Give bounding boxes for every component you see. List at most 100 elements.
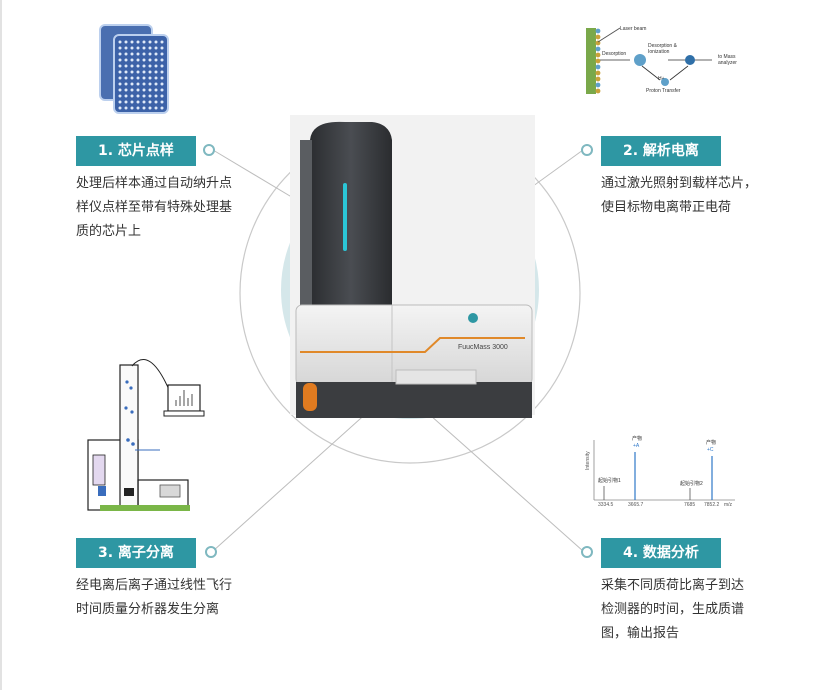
chip-spot [154, 82, 158, 86]
chip-spot [142, 88, 146, 92]
chip-spot [136, 88, 140, 92]
chip-spot [136, 82, 140, 86]
chip-spot [124, 46, 128, 50]
chip-spot [136, 58, 140, 62]
chip-spot [148, 58, 152, 62]
step-3-label: 3. 离子分离 [76, 538, 196, 568]
chip-spot [118, 70, 122, 74]
connector-1 [212, 149, 306, 206]
step-4-description: 采集不同质荷比离子到达 检测器的时间，生成质谱 图，输出报告 [601, 574, 744, 646]
chip-spot [136, 64, 140, 68]
chip-spot [130, 94, 134, 98]
x-axis-unit: m/z [724, 502, 733, 508]
chip-spot [154, 64, 158, 68]
svg-text:Desorption &: Desorption & [648, 43, 678, 49]
chip-spot [160, 70, 164, 74]
chip-spot [130, 100, 134, 104]
chip-spot [160, 100, 164, 104]
chip-spot [136, 40, 140, 44]
x-tick-1: 3334.5 [598, 502, 614, 508]
chip-spot [118, 88, 122, 92]
chip-spot [154, 94, 158, 98]
instrument-button [303, 383, 317, 411]
sample-bead [595, 46, 601, 52]
chip-spot [124, 94, 128, 98]
svg-text:Ionization: Ionization [648, 49, 670, 55]
sample-bead [595, 34, 601, 40]
chip-spot [160, 88, 164, 92]
chip-spot [136, 76, 140, 80]
chip-spot [148, 88, 152, 92]
chip-spot [136, 94, 140, 98]
chip-spot [118, 82, 122, 86]
chip-spot [118, 58, 122, 62]
model-label: FuucMass 3000 [458, 344, 508, 351]
chip-spots [118, 40, 164, 110]
peak-label-c1: 产物 [706, 439, 716, 446]
chip-spot [124, 70, 128, 74]
chip-spot [154, 76, 158, 80]
step-1-dot [203, 144, 215, 156]
chip-spot [148, 106, 152, 110]
chip-spot [124, 106, 128, 110]
chip-spot [130, 58, 134, 62]
chip-spot [124, 76, 128, 80]
step-1-line-1: 处理后样本通过自动纳升点 [76, 176, 233, 191]
chip-spot [142, 76, 146, 80]
chip-spot [118, 100, 122, 104]
chip-spot [118, 40, 122, 44]
chip-spot [136, 70, 140, 74]
chip-spot [130, 52, 134, 56]
peak-label-a2: +A [633, 443, 640, 449]
step-1-line-3: 质的芯片上 [76, 224, 142, 239]
x-tick-4: 7852.2 [704, 502, 720, 508]
tower-side [300, 140, 312, 310]
chip-spot [148, 100, 152, 104]
chip-spot [130, 46, 134, 50]
chip-spot [142, 58, 146, 62]
step-4-line-1: 采集不同质荷比离子到达 [601, 578, 745, 593]
chip-spot [124, 40, 128, 44]
chip-spot [154, 58, 158, 62]
chip-spot [142, 64, 146, 68]
chip-spot [154, 52, 158, 56]
chip-spot [124, 58, 128, 62]
chip-spot [154, 100, 158, 104]
logo-badge [468, 313, 478, 323]
peak-label-a1: 产物 [632, 435, 642, 442]
instrument-base [296, 382, 532, 418]
step-1-label: 1. 芯片点样 [76, 136, 196, 166]
chip-spot [124, 64, 128, 68]
x-tick-2: 3665.7 [628, 502, 644, 508]
chip-spot [160, 58, 164, 62]
chip-spot [148, 52, 152, 56]
chip-spot [142, 40, 146, 44]
sample-bead [595, 88, 601, 94]
chip-spot [160, 52, 164, 56]
step-3-line-2: 时间质量分析器发生分离 [76, 602, 220, 617]
chip-spot [148, 46, 152, 50]
chip-spot [154, 40, 158, 44]
monitor-spectrum [175, 390, 193, 406]
svg-text:Proton Transfer: Proton Transfer [646, 88, 681, 94]
svg-text:H+: H+ [658, 76, 665, 82]
chip-spot [130, 88, 134, 92]
chip-spot [142, 82, 146, 86]
x-tick-3: 7685 [684, 502, 695, 508]
chip-spot [154, 46, 158, 50]
chip-spot [142, 70, 146, 74]
sample-bead [595, 76, 601, 82]
chip-spot [160, 64, 164, 68]
ref-label-2: 起始引物2 [680, 480, 703, 487]
chip-spot [142, 94, 146, 98]
sample-bead [595, 58, 601, 64]
chip-spot [148, 94, 152, 98]
chip-spot [124, 82, 128, 86]
orange-stripe [300, 337, 525, 353]
step-1-description: 处理后样本通过自动纳升点 样仪点样至带有特殊处理基 质的芯片上 [76, 172, 232, 244]
step-4-line-3: 图，输出报告 [601, 626, 680, 641]
step-2-line-2: 使目标物电离带正电荷 [601, 200, 732, 215]
sample-bead [595, 64, 601, 70]
